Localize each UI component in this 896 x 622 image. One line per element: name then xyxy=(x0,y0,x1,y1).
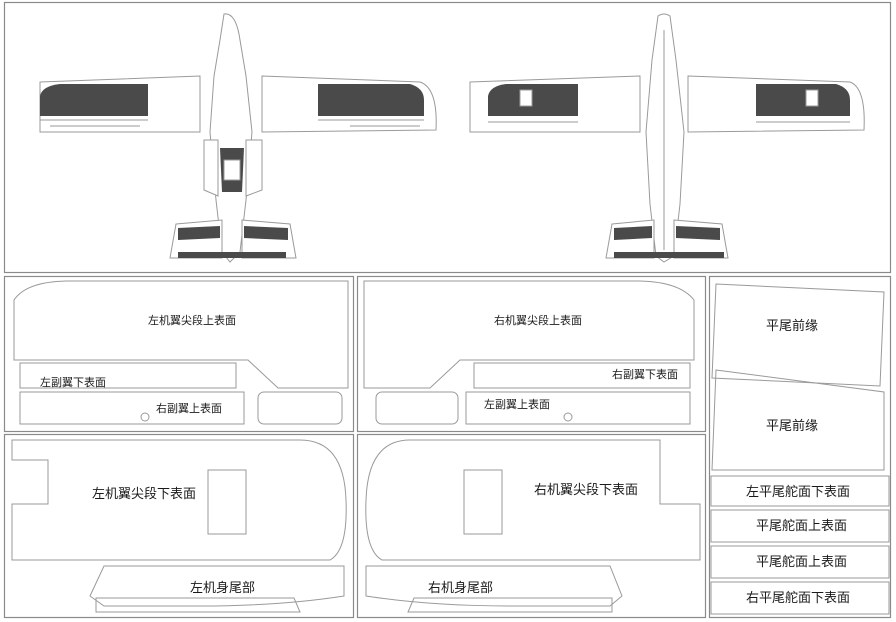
right-wingtip-top-fill xyxy=(318,84,424,116)
label-right-wingtip-bottom: 右机翼尖段下表面 xyxy=(534,483,638,498)
overview-panel xyxy=(3,1,892,274)
label-right-aileron-top-left-panel: 右副翼上表面 xyxy=(156,401,222,415)
label-elevator-top-2: 平尾舵面上表面 xyxy=(756,555,847,570)
stab-outlines xyxy=(710,283,890,615)
label-left-tail-fuselage: 左机身尾部 xyxy=(190,580,255,596)
left-wingtip-top-fill xyxy=(40,84,148,116)
label-left-aileron-bottom: 左副翼下表面 xyxy=(40,375,106,389)
panel-stab-edges xyxy=(708,275,892,619)
left-wing-top-outlines xyxy=(13,280,349,425)
panel-right-wing-bottom xyxy=(356,433,707,619)
panel-left-wing-top xyxy=(3,275,355,433)
panel-frames xyxy=(3,1,892,619)
label-stab-leading-edge-1: 平尾前缘 xyxy=(766,318,818,334)
right-wing-bottom-outlines xyxy=(365,439,701,613)
left-wing-bottom-outlines xyxy=(11,439,347,613)
panel-right-wing-top xyxy=(356,275,707,433)
label-right-wingtip-top: 右机翼尖段上表面 xyxy=(494,313,582,327)
label-stab-leading-edge-2: 平尾前缘 xyxy=(766,418,818,434)
right-elevator-fill xyxy=(244,226,288,240)
label-left-wingtip-top: 左机翼尖段上表面 xyxy=(148,313,236,327)
right-wing-bottom-fill xyxy=(756,84,850,116)
right-wing-top-outlines xyxy=(363,280,695,425)
left-elevator-fill xyxy=(178,226,220,240)
label-left-wingtip-bottom: 左机翼尖段下表面 xyxy=(92,487,196,502)
label-left-aileron-top: 左副翼上表面 xyxy=(484,397,550,411)
left-wing-bottom-fill xyxy=(488,84,578,116)
panel-left-wing-bottom xyxy=(3,433,355,619)
label-right-aileron-bottom: 右副翼下表面 xyxy=(612,367,678,381)
plane-top-view xyxy=(39,13,437,263)
label-right-elevator-bottom: 右平尾舵面下表面 xyxy=(746,591,850,606)
label-elevator-top-1: 平尾舵面上表面 xyxy=(756,519,847,534)
plane-bottom-view xyxy=(469,13,865,263)
label-right-tail-fuselage: 右机身尾部 xyxy=(428,580,493,596)
label-left-elevator-bottom: 左平尾舵面下表面 xyxy=(746,485,850,500)
